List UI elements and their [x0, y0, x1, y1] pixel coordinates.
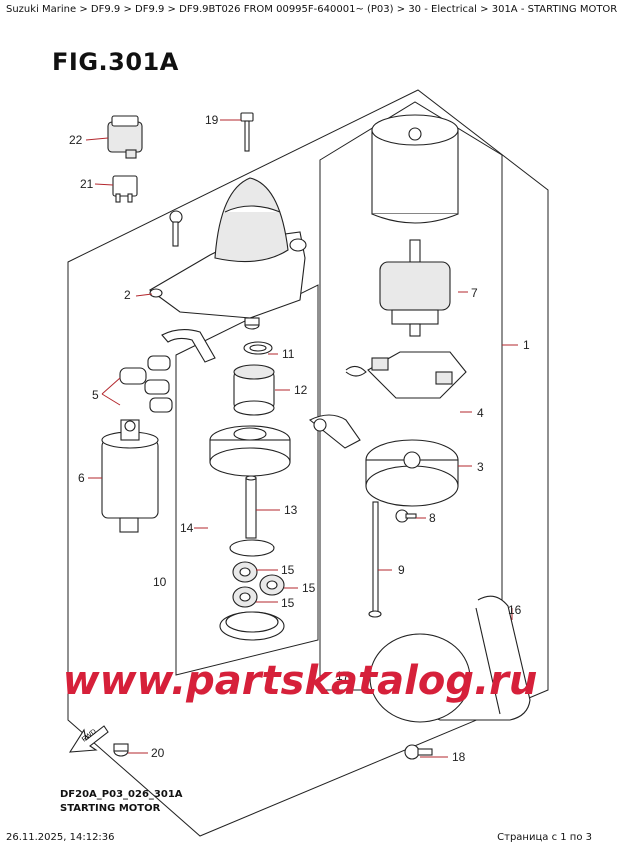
breadcrumb-item-4[interactable]: DF9.9BT026 FROM 00995F-640001~ (P03)	[179, 4, 394, 15]
callout-22[interactable]: 22	[69, 133, 83, 147]
cover-bolt-part[interactable]	[169, 210, 183, 247]
breadcrumb: Suzuki Marine > DF9.9 > DF9.9 > DF9.9BT0…	[6, 4, 617, 15]
callout-2[interactable]: 2	[124, 288, 131, 302]
screw-8-part[interactable]	[395, 509, 417, 523]
callout-18[interactable]: 18	[452, 750, 466, 764]
callout-10[interactable]: 10	[153, 575, 167, 589]
callout-12[interactable]: 12	[294, 383, 308, 397]
bolt-18-part[interactable]	[404, 744, 433, 760]
callout-1[interactable]: 1	[523, 338, 530, 352]
callout-8[interactable]: 8	[429, 511, 436, 525]
callout-3[interactable]: 3	[477, 460, 484, 474]
parts-diagram: FWD 1 2 3 4 5 6 7 8 9 10	[63, 89, 549, 837]
planetary-shaft-part[interactable]	[229, 475, 275, 557]
callout-17[interactable]: 17	[336, 669, 350, 683]
commutator-end-frame-part[interactable]	[365, 439, 459, 507]
forward-direction-arrow-icon: FWD	[68, 725, 109, 753]
armature-part[interactable]	[379, 239, 451, 337]
breadcrumb-sep-5: >	[476, 4, 492, 15]
print-timestamp: 26.11.2025, 14:12:36	[6, 832, 115, 843]
callout-5[interactable]: 5	[92, 388, 99, 402]
page-indicator: Страница с 1 по 3	[497, 832, 592, 843]
breadcrumb-sep-3: >	[164, 4, 180, 15]
callout-19[interactable]: 19	[205, 113, 219, 127]
magnetic-switch-part[interactable]	[101, 419, 159, 533]
breadcrumb-item-1[interactable]: Suzuki Marine	[6, 4, 77, 15]
callout-21[interactable]: 21	[80, 177, 94, 191]
breadcrumb-sep-1: >	[76, 4, 91, 15]
terminal-cap-part[interactable]	[119, 355, 173, 413]
planet-gear-part-c[interactable]	[232, 586, 258, 608]
callout-16[interactable]: 16	[508, 603, 522, 617]
pinion-part[interactable]	[233, 364, 275, 416]
figure-caption: STARTING MOTOR	[60, 803, 161, 814]
figure-title: FIG.301A	[52, 48, 179, 76]
assembly-frame	[67, 89, 549, 837]
mounting-band-17-part[interactable]	[369, 633, 471, 723]
watermark-text: www.partskatalog.ru	[63, 658, 538, 704]
breadcrumb-item-2[interactable]: DF9.9	[90, 4, 121, 15]
breadcrumb-item-5[interactable]: 30 - Electrical	[408, 4, 477, 15]
nut-20-part[interactable]	[113, 743, 129, 757]
callout-7[interactable]: 7	[471, 286, 478, 300]
bolt-19-part[interactable]	[240, 112, 254, 152]
planet-gear-part-b[interactable]	[259, 574, 285, 596]
motor-subframe	[319, 101, 503, 691]
internal-gear-part[interactable]	[219, 611, 285, 641]
callout-15a[interactable]: 15	[281, 563, 295, 577]
leader-lines	[85, 119, 518, 758]
breadcrumb-item-3[interactable]: DF9.9	[135, 4, 165, 15]
callout-15c[interactable]: 15	[281, 596, 295, 610]
through-bolt-part[interactable]	[368, 501, 382, 618]
callout-6[interactable]: 6	[78, 471, 85, 485]
callout-14[interactable]: 14	[180, 521, 194, 535]
callout-9[interactable]: 9	[398, 563, 405, 577]
drive-housing-part[interactable]	[209, 425, 291, 477]
callout-20[interactable]: 20	[151, 746, 165, 760]
breadcrumb-item-6: 301A - STARTING MOTOR	[491, 4, 617, 15]
stop-ring-part[interactable]	[243, 341, 273, 355]
relay-cover-part[interactable]	[107, 115, 143, 159]
yoke-part[interactable]	[371, 114, 459, 224]
callout-4[interactable]: 4	[477, 406, 484, 420]
starter-cover-part[interactable]	[148, 177, 307, 319]
callout-13[interactable]: 13	[284, 503, 298, 517]
callout-labels: 1 2 3 4 5 6 7 8 9 10 11 12 13 14 15 15 1…	[69, 113, 530, 764]
brush-holder-part[interactable]	[308, 351, 467, 449]
figure-code: DF20A_P03_026_301A	[60, 789, 183, 800]
callout-11[interactable]: 11	[282, 347, 295, 361]
planet-gear-part-a[interactable]	[232, 561, 258, 583]
breadcrumb-sep-4: >	[393, 4, 409, 15]
sleeve-part[interactable]	[244, 317, 260, 330]
shift-lever-part[interactable]	[161, 329, 216, 363]
callout-15b[interactable]: 15	[302, 581, 316, 595]
starter-relay-part[interactable]	[112, 175, 138, 203]
breadcrumb-sep-2: >	[120, 4, 136, 15]
